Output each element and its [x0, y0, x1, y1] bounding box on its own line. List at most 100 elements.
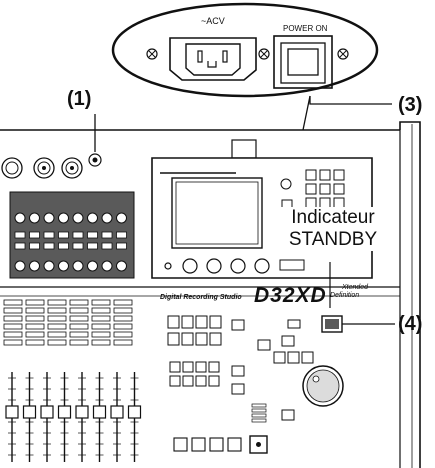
knob[interactable]: [29, 212, 40, 224]
knob[interactable]: [58, 260, 69, 272]
jog-wheel[interactable]: [302, 365, 344, 407]
locate-button[interactable]: [208, 375, 220, 387]
mode-button[interactable]: [181, 315, 194, 329]
display-knob[interactable]: [230, 258, 246, 274]
display-button[interactable]: [333, 183, 345, 195]
locate-button[interactable]: [208, 361, 220, 373]
mixer-button[interactable]: [91, 315, 111, 322]
locate-button[interactable]: [169, 375, 181, 387]
display-button[interactable]: [279, 259, 305, 271]
mixer-button[interactable]: [47, 339, 67, 346]
mode-button[interactable]: [167, 332, 180, 346]
mixer-button[interactable]: [69, 323, 89, 330]
mixer-button[interactable]: [3, 315, 23, 322]
channel-button[interactable]: [29, 231, 40, 239]
mixer-button[interactable]: [113, 331, 133, 338]
mixer-button[interactable]: [25, 299, 45, 306]
display-button[interactable]: [319, 183, 331, 195]
mixer-button[interactable]: [69, 339, 89, 346]
knob[interactable]: [116, 212, 127, 224]
mixer-button[interactable]: [91, 331, 111, 338]
mixer-button[interactable]: [69, 315, 89, 322]
mixer-button[interactable]: [47, 307, 67, 314]
mixer-button[interactable]: [91, 323, 111, 330]
knob[interactable]: [58, 212, 69, 224]
mixer-button[interactable]: [47, 299, 67, 306]
knob[interactable]: [14, 212, 26, 224]
knob[interactable]: [87, 212, 98, 224]
mixer-button[interactable]: [25, 307, 45, 314]
mode-button[interactable]: [167, 315, 180, 329]
display-button[interactable]: [319, 169, 331, 181]
fader-knob[interactable]: [57, 405, 72, 419]
transport-button[interactable]: [227, 437, 242, 452]
fader-knob[interactable]: [75, 405, 89, 419]
mixer-button[interactable]: [47, 323, 67, 330]
knob[interactable]: [101, 212, 113, 224]
display-knob[interactable]: [206, 258, 222, 274]
fader-knob[interactable]: [40, 405, 54, 419]
locate-button[interactable]: [182, 361, 194, 373]
cursor-button[interactable]: [287, 351, 300, 364]
mixer-button[interactable]: [3, 323, 23, 330]
knob[interactable]: [72, 212, 84, 224]
fader-knob[interactable]: [110, 405, 124, 419]
display-button[interactable]: [333, 169, 345, 181]
mixer-button[interactable]: [25, 339, 45, 346]
display-knob[interactable]: [182, 258, 198, 274]
knob[interactable]: [87, 260, 98, 272]
mode-button[interactable]: [195, 332, 208, 346]
channel-button[interactable]: [72, 231, 84, 239]
mixer-button[interactable]: [91, 339, 111, 346]
knob[interactable]: [43, 260, 55, 272]
channel-button[interactable]: [101, 242, 113, 250]
mixer-button[interactable]: [3, 331, 23, 338]
power-switch[interactable]: [273, 35, 333, 89]
locate-button[interactable]: [169, 361, 181, 373]
mixer-button[interactable]: [69, 307, 89, 314]
cursor-button[interactable]: [287, 319, 301, 329]
knob[interactable]: [72, 260, 84, 272]
knob[interactable]: [29, 260, 40, 272]
fader-knob[interactable]: [5, 405, 19, 419]
mixer-button[interactable]: [25, 323, 45, 330]
mode-button[interactable]: [181, 332, 194, 346]
cursor-button[interactable]: [301, 351, 314, 364]
mode-button[interactable]: [209, 332, 222, 346]
knob[interactable]: [43, 212, 55, 224]
fader-knob[interactable]: [22, 405, 37, 419]
channel-button[interactable]: [116, 242, 127, 250]
display-knob[interactable]: [280, 178, 292, 190]
edit-button[interactable]: [257, 339, 271, 351]
mixer-button[interactable]: [3, 299, 23, 306]
mixer-button[interactable]: [113, 323, 133, 330]
channel-button[interactable]: [116, 231, 127, 239]
channel-button[interactable]: [72, 242, 84, 250]
channel-button[interactable]: [58, 242, 69, 250]
knob[interactable]: [101, 260, 113, 272]
knob[interactable]: [14, 260, 26, 272]
locate-button[interactable]: [195, 375, 207, 387]
mixer-button[interactable]: [69, 299, 89, 306]
display-knob[interactable]: [164, 262, 172, 270]
transport-button[interactable]: [173, 437, 188, 452]
edit-button[interactable]: [231, 319, 245, 331]
channel-button[interactable]: [101, 231, 113, 239]
channel-button[interactable]: [87, 231, 98, 239]
channel-button[interactable]: [58, 231, 69, 239]
mixer-button[interactable]: [47, 315, 67, 322]
channel-button[interactable]: [29, 242, 40, 250]
channel-button[interactable]: [87, 242, 98, 250]
cursor-button[interactable]: [273, 351, 286, 364]
mixer-button[interactable]: [47, 331, 67, 338]
edit-button[interactable]: [281, 409, 295, 421]
phones-jack[interactable]: [88, 153, 102, 167]
mode-button[interactable]: [209, 315, 222, 329]
edit-button[interactable]: [231, 365, 245, 377]
edit-button[interactable]: [281, 335, 295, 347]
mixer-button[interactable]: [91, 299, 111, 306]
mixer-button[interactable]: [113, 315, 133, 322]
transport-button[interactable]: [209, 437, 224, 452]
locate-button[interactable]: [182, 375, 194, 387]
locate-button[interactable]: [195, 361, 207, 373]
